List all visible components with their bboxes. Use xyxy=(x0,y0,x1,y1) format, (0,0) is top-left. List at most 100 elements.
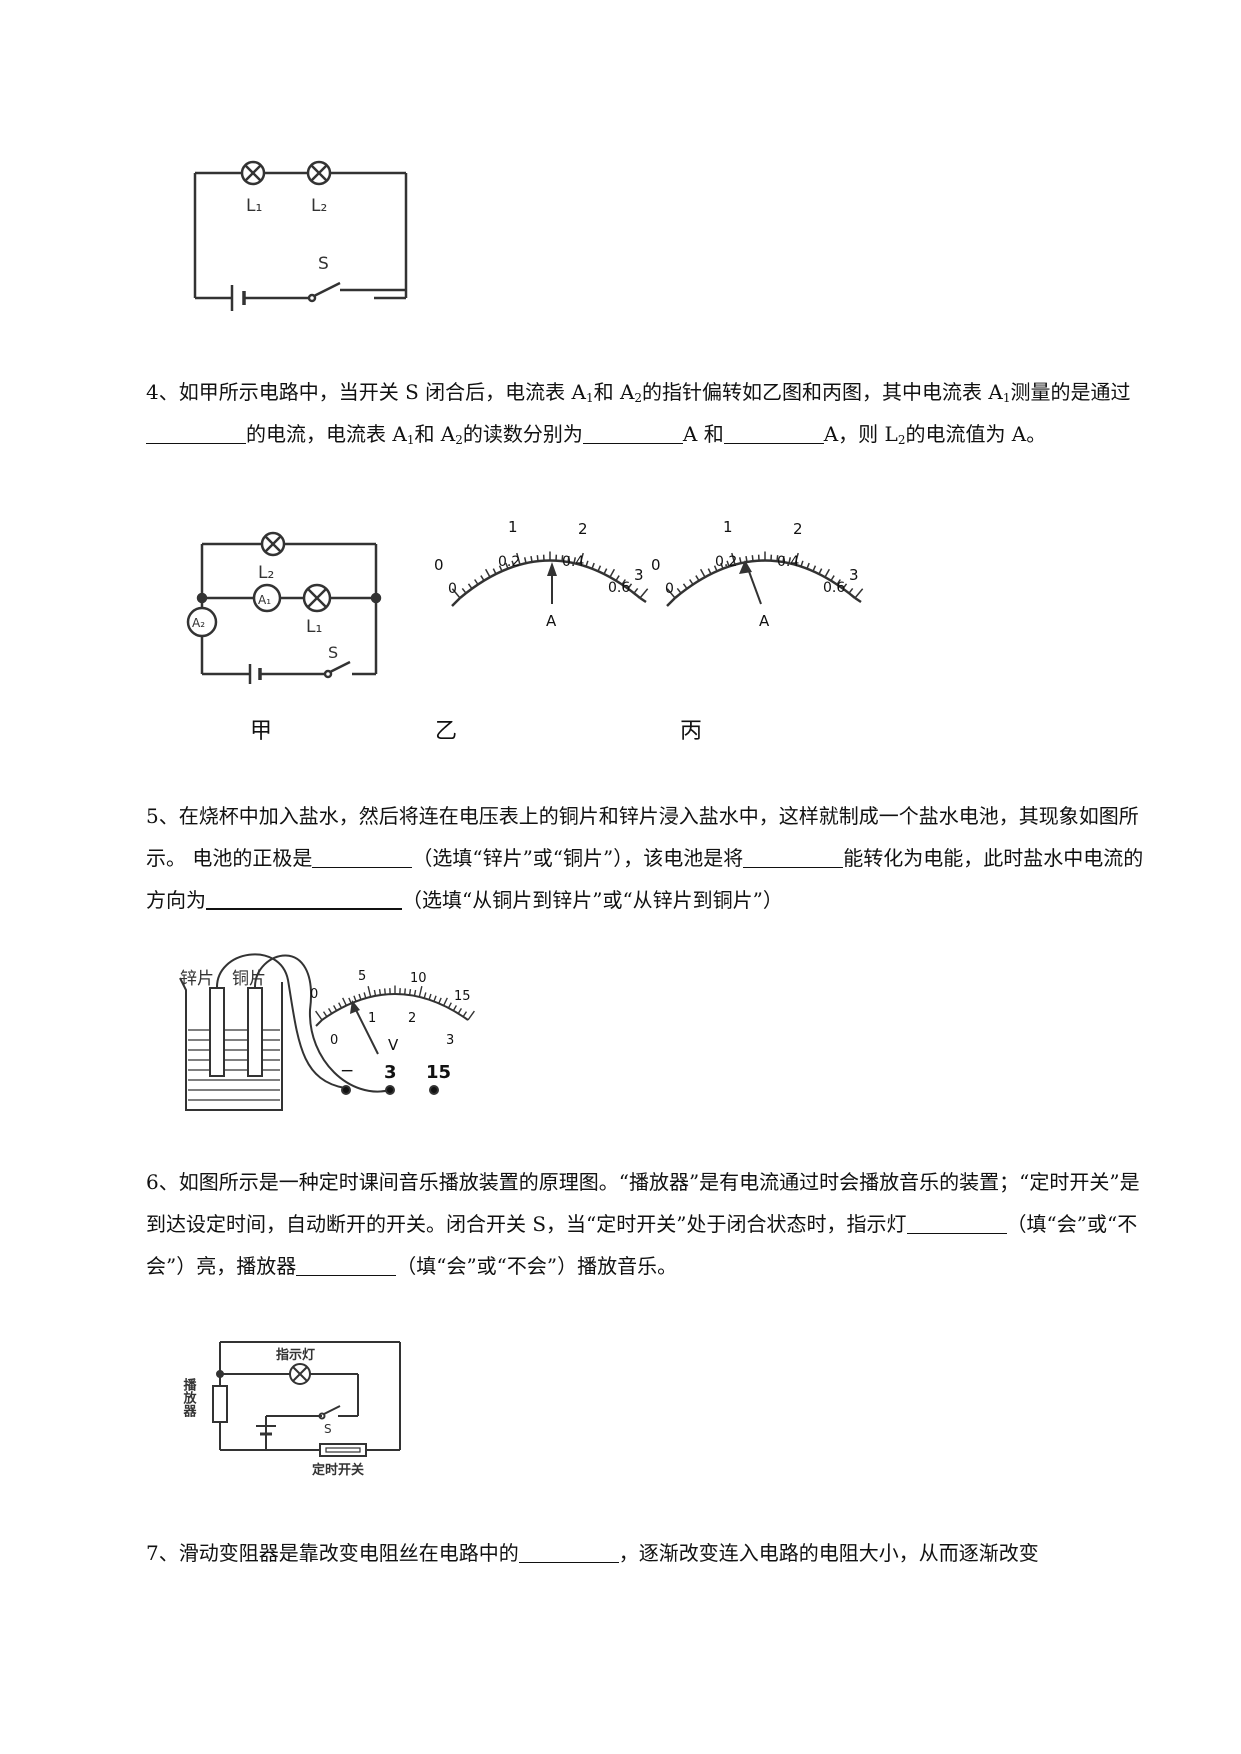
dial-tick xyxy=(461,587,467,594)
terminal-dot xyxy=(341,1085,351,1095)
dial-tick xyxy=(413,989,417,996)
terminal-dot xyxy=(385,1085,395,1095)
switch-icon xyxy=(318,1405,341,1420)
dial-tick xyxy=(745,555,748,563)
dial-bottom-0-2: 0.2 xyxy=(498,554,520,570)
timer-switch-icon xyxy=(319,1443,367,1457)
dial-tick xyxy=(836,579,841,585)
dial-tick xyxy=(848,587,854,594)
question-4: 4、如甲所示电路中，当开关 S 闭合后，电流表 A1和 A2的指针偏转如乙图和丙… xyxy=(146,380,1131,447)
dial-tick xyxy=(615,575,620,582)
dial-tick xyxy=(726,560,730,567)
dial-tick xyxy=(842,583,848,590)
terminal-minus: − xyxy=(340,1061,354,1081)
ammeter-a1-icon xyxy=(252,583,282,613)
answer-blank[interactable] xyxy=(206,886,402,910)
dial-ticks xyxy=(315,985,475,1021)
dial-tick xyxy=(561,555,564,562)
dial-tick xyxy=(467,583,473,590)
player-icon xyxy=(212,1385,228,1423)
dial-tick xyxy=(639,588,649,599)
dial-tick xyxy=(516,552,521,565)
dial-tick xyxy=(854,588,864,599)
answer-blank[interactable] xyxy=(146,421,246,444)
dial-tick xyxy=(609,568,616,578)
switch-icon xyxy=(307,281,341,303)
answer-blank[interactable] xyxy=(296,1253,397,1276)
dial-tick xyxy=(776,555,779,562)
dial-top-5: 5 xyxy=(358,969,366,984)
answer-blank[interactable] xyxy=(582,421,683,444)
dial-top-0: 0 xyxy=(310,987,318,1002)
terminal-3: 3 xyxy=(384,1062,397,1083)
dial-ticks xyxy=(666,551,864,599)
dial-tick xyxy=(378,989,382,996)
label-l1: L₁ xyxy=(246,196,262,216)
dial-top-1: 1 xyxy=(723,518,733,536)
answer-blank[interactable] xyxy=(723,421,824,444)
dial-tick xyxy=(418,986,423,998)
label-timer: 定时开关 xyxy=(311,1462,364,1478)
dial-top-2: 2 xyxy=(793,520,803,538)
dial-tick xyxy=(699,568,706,578)
dial-tick xyxy=(788,557,792,564)
dial-bottom-3: 3 xyxy=(446,1033,454,1048)
dial-tick xyxy=(428,993,432,1000)
label-lamp: 指示灯 xyxy=(276,1347,315,1363)
answer-blank[interactable] xyxy=(312,845,413,868)
battery-icon xyxy=(256,1425,276,1436)
dial-tick xyxy=(738,557,742,564)
dial-tick xyxy=(373,989,377,996)
question-5: 5、在烧杯中加入盐水，然后将连在电压表上的铜片和锌片浸入盐水中，这样就制成一个盐… xyxy=(146,804,1144,912)
question-6: 6、如图所示是一种定时课间音乐播放装置的原理图。“播放器”是有电流通过时会播放音… xyxy=(146,1170,1140,1278)
dial-tick xyxy=(682,583,688,590)
lamp-icon xyxy=(260,531,286,557)
dial-tick xyxy=(451,588,461,599)
dial-tick xyxy=(713,565,718,572)
dial-bottom-0-4: 0.4 xyxy=(562,554,584,570)
answer-blank[interactable] xyxy=(518,1540,619,1563)
dial-tick xyxy=(666,588,676,599)
dial-tick xyxy=(579,552,584,565)
salt-water-battery-figure: 锌片 铜片 0 5 10 15 0 1 2 3 V − 3 15 xyxy=(170,950,550,1120)
dial-tick xyxy=(523,557,527,564)
answer-blank[interactable] xyxy=(906,1211,1007,1234)
dial-top-3: 3 xyxy=(634,566,644,584)
label-l1: L₁ xyxy=(306,617,322,637)
beaker-icon xyxy=(179,977,283,1111)
lamp-icon xyxy=(306,160,332,186)
dial-tick xyxy=(358,993,362,1000)
dial-tick xyxy=(676,587,682,594)
dial-tick xyxy=(404,988,406,995)
dial-tick xyxy=(443,997,448,1006)
dial-tick xyxy=(824,568,831,578)
dial-tick xyxy=(315,1010,323,1021)
dial-bottom-0-2: 0.2 xyxy=(715,554,737,570)
lamp-icon xyxy=(240,160,266,186)
dial-top-1: 1 xyxy=(508,518,518,536)
lamp-icon xyxy=(302,583,332,613)
answer-blank[interactable] xyxy=(743,845,844,868)
dial-tick xyxy=(794,552,799,565)
dial-tick xyxy=(474,579,479,585)
battery-icon xyxy=(248,664,262,684)
label-copper: 铜片 xyxy=(232,969,266,989)
dial-tick xyxy=(423,992,427,999)
dial-tick xyxy=(484,568,491,578)
dial-top-15: 15 xyxy=(454,989,471,1004)
dial-bottom-1: 1 xyxy=(368,1011,376,1026)
terminal-15: 15 xyxy=(426,1062,451,1083)
label-a1: A₁ xyxy=(258,593,271,607)
dial-tick xyxy=(621,579,626,585)
dial-tick xyxy=(363,992,367,999)
dial-tick xyxy=(812,565,817,572)
caption-bing: 丙 xyxy=(680,719,702,744)
ammeter-dial-bing: 0 1 2 3 0 0.2 0.4 0.6 A xyxy=(651,518,864,630)
dial-tick xyxy=(585,560,589,567)
battery-icon xyxy=(230,285,246,311)
dial-tick xyxy=(627,583,633,590)
label-player: 播放器 xyxy=(181,1377,198,1418)
dial-ticks xyxy=(451,551,649,599)
dial-tick xyxy=(633,587,639,594)
dial-tick xyxy=(480,575,485,582)
